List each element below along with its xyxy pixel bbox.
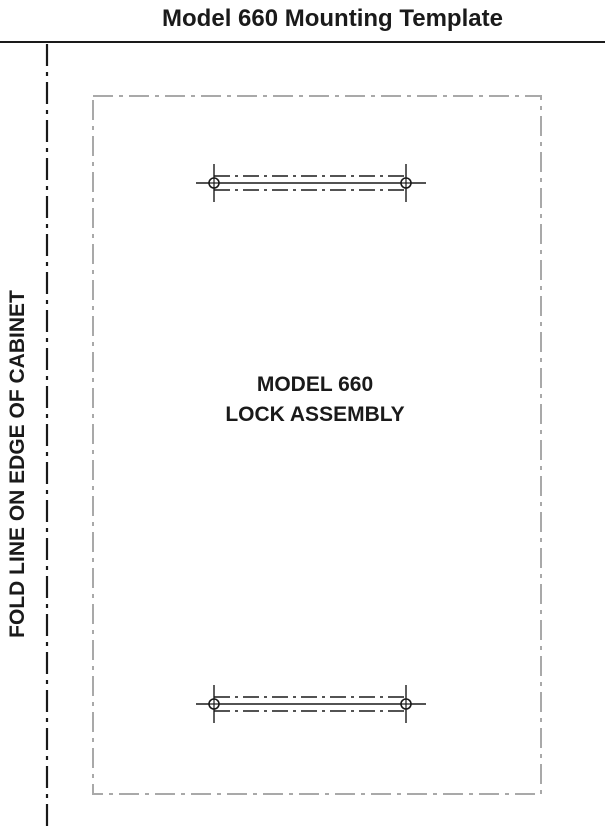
fold-line-label: FOLD LINE ON EDGE OF CABINET — [6, 290, 29, 638]
lock-assembly-label-line2: LOCK ASSEMBLY — [225, 403, 405, 426]
template-outline — [92, 95, 542, 795]
lock-assembly-label: MODEL 660 LOCK ASSEMBLY — [190, 370, 440, 430]
page-title: Model 660 Mounting Template — [162, 5, 503, 32]
bottom-mounting-slot — [196, 685, 426, 723]
top-mounting-slot — [196, 164, 426, 202]
lock-assembly-label-line1: MODEL 660 — [256, 373, 374, 396]
